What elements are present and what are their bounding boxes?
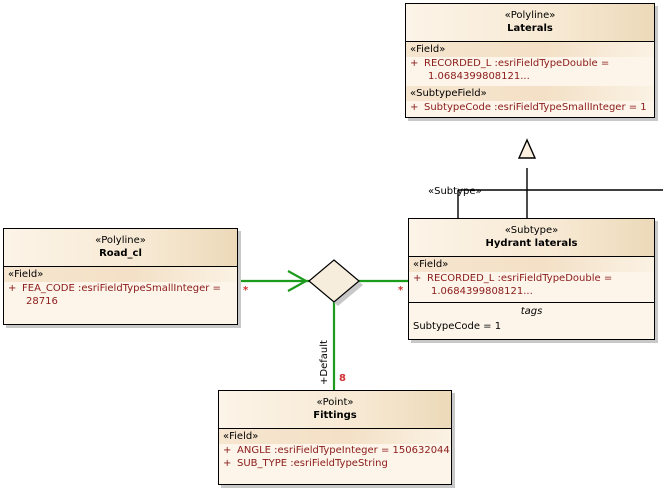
class-stereotype: «Polyline» (504, 10, 556, 21)
field-group-band: «Field» (409, 257, 654, 272)
class-stereotype: «Point» (316, 397, 354, 408)
class-name: Fittings (313, 410, 357, 421)
attribute-visibility: + (410, 102, 419, 113)
attribute-text: SUB_TYPE :esriFieldTypeString (237, 458, 388, 469)
attribute-text: FEA_CODE :esriFieldTypeSmallInteger = (22, 283, 221, 294)
class-stereotype: «Subtype» (504, 225, 559, 236)
class-compartment-tags: tags SubtypeCode = 1 (409, 302, 654, 339)
class-compartment-fields: «Field» + ANGLE :esriFieldTypeInteger = 1… (219, 429, 451, 484)
attribute-continuation: 1.0684399808121... (431, 286, 533, 297)
attribute-visibility: + (223, 458, 232, 469)
attribute-visibility: + (8, 283, 17, 294)
class-compartment-fields: «Field» + RECORDED_L :esriFieldTypeDouble… (409, 257, 654, 302)
field-group-band: «Field» (219, 429, 451, 444)
attribute-visibility: + (223, 445, 232, 456)
multiplicity-road-cl: * (243, 285, 249, 296)
subtypefield-group-band: «SubtypeField» (406, 86, 654, 101)
attribute-row: + SubtypeCode :esriFieldTypeSmallInteger … (406, 101, 654, 114)
class-box-road-cl[interactable]: «Polyline» Road_cl «Field» + FEA_CODE :es… (3, 228, 238, 325)
class-name: Laterals (507, 23, 553, 34)
multiplicity-fittings: 8 (339, 373, 346, 384)
attribute-visibility: + (410, 58, 419, 69)
attribute-text: RECORDED_L :esriFieldTypeDouble = (424, 58, 610, 69)
attribute-row: + FEA_CODE :esriFieldTypeSmallInteger = (4, 282, 237, 295)
class-header-laterals: «Polyline» Laterals (406, 4, 654, 42)
attribute-continuation: 1.0684399808121... (428, 71, 530, 82)
tags-row: SubtypeCode = 1 (413, 321, 502, 332)
association-arrowhead-icon (287, 270, 309, 292)
class-stereotype: «Polyline» (95, 235, 146, 246)
attribute-text: RECORDED_L :esriFieldTypeDouble = (427, 273, 613, 284)
class-header-hydrant-laterals: «Subtype» Hydrant laterals (409, 219, 654, 257)
attribute-row: + RECORDED_L :esriFieldTypeDouble = (409, 272, 654, 285)
tags-title: tags (520, 306, 543, 317)
attribute-row: + SUB_TYPE :esriFieldTypeString (219, 457, 451, 470)
attribute-continuation: 28716 (26, 296, 58, 307)
attribute-row: + RECORDED_L :esriFieldTypeDouble = (406, 57, 654, 70)
attribute-text: SubtypeCode :esriFieldTypeSmallInteger =… (424, 102, 647, 113)
attribute-row: + ANGLE :esriFieldTypeInteger = 150632044 (219, 444, 451, 457)
class-box-laterals[interactable]: «Polyline» Laterals «Field» + RECORDED_L … (405, 3, 655, 118)
field-group-band: «Field» (406, 42, 654, 57)
aggregation-diamond-icon (308, 259, 360, 303)
class-compartment-fields: «Field» + RECORDED_L :esriFieldTypeDouble… (406, 42, 654, 117)
role-label-default: +Default (319, 340, 330, 385)
class-header-fittings: «Point» Fittings (219, 391, 451, 429)
attribute-text: ANGLE :esriFieldTypeInteger = 150632044 (237, 445, 450, 456)
class-box-fittings[interactable]: «Point» Fittings «Field» + ANGLE :esriFie… (218, 390, 452, 485)
field-group-band: «Field» (4, 267, 237, 282)
generalization-arrowhead-icon (517, 138, 537, 159)
multiplicity-hydrant-laterals: * (398, 285, 404, 296)
attribute-visibility: + (413, 273, 422, 284)
class-name: Hydrant laterals (485, 238, 578, 249)
connector-label-subtype: «Subtype» (428, 186, 482, 197)
class-header-road-cl: «Polyline» Road_cl (4, 229, 237, 267)
class-box-hydrant-laterals[interactable]: «Subtype» Hydrant laterals «Field» + RECO… (408, 218, 655, 340)
class-name: Road_cl (99, 248, 142, 259)
class-compartment-fields: «Field» + FEA_CODE :esriFieldTypeSmallInt… (4, 267, 237, 324)
